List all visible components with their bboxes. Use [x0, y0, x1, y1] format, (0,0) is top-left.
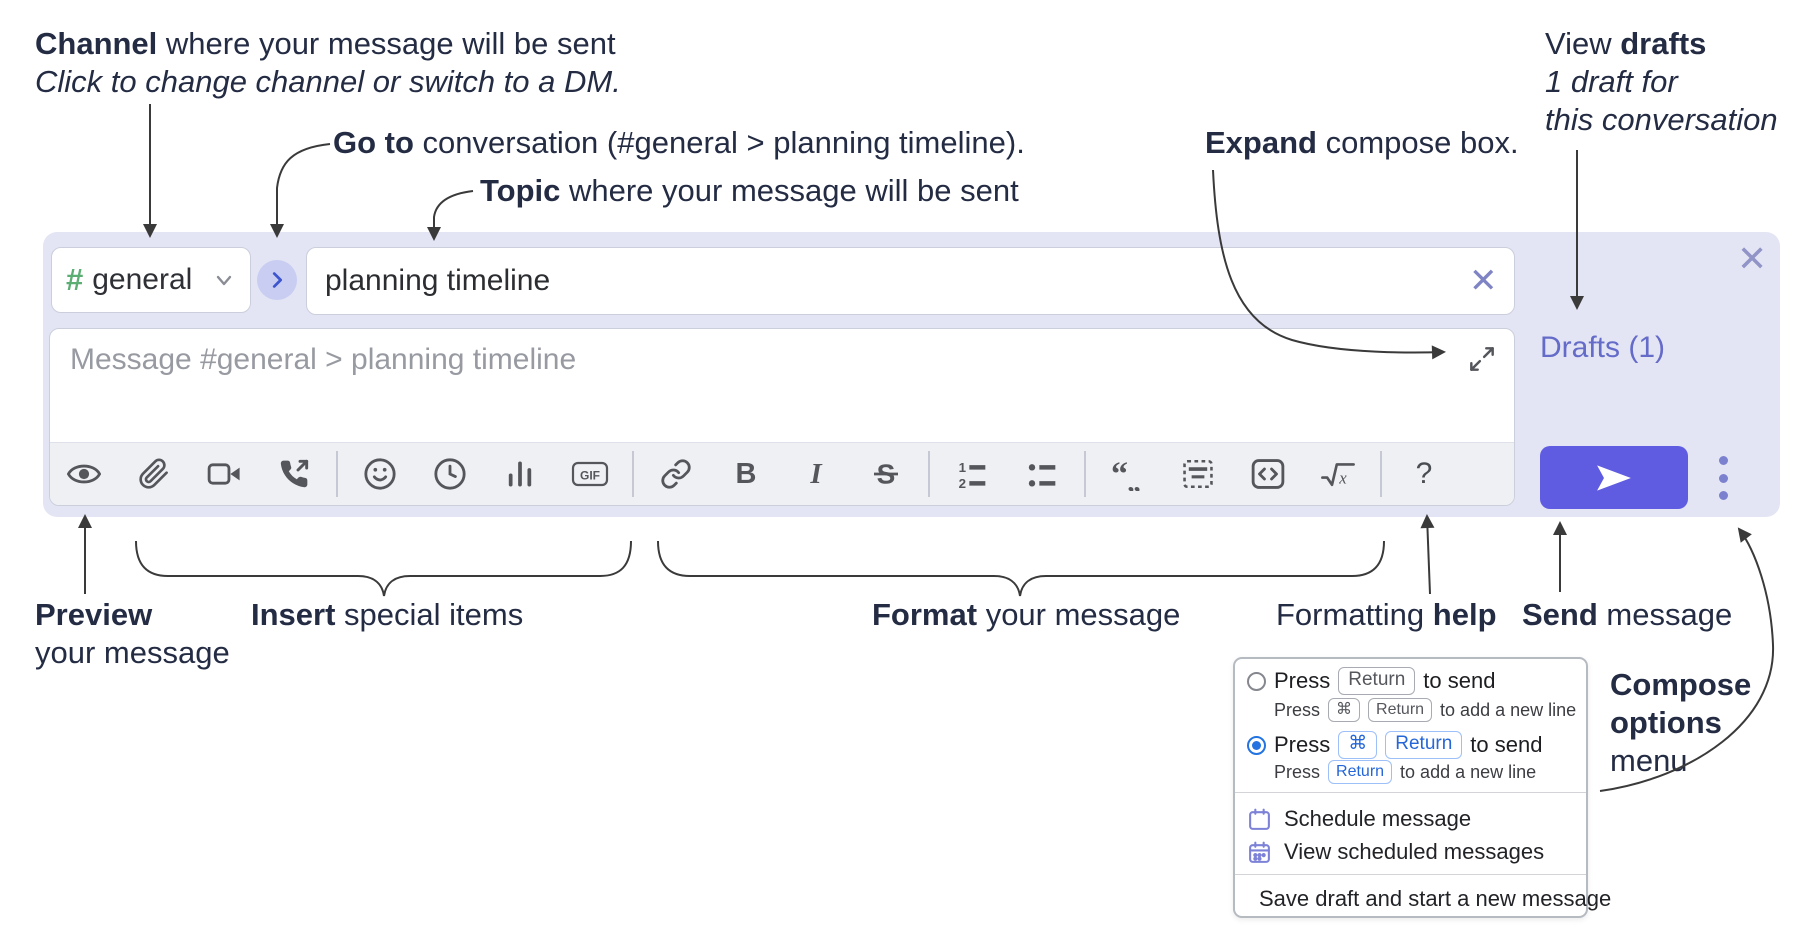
annotation-preview: Preview your message [35, 597, 230, 670]
annotation-channel-line2: Click to change channel or switch to a D… [35, 64, 621, 99]
annotation-channel-rest: where your message will be sent [157, 26, 616, 61]
toolbar-divider [336, 451, 338, 497]
return-key: Return [1385, 731, 1463, 759]
italic-icon[interactable]: I [810, 457, 822, 490]
return-key: Return [1328, 760, 1393, 784]
drafts-link[interactable]: Drafts (1) [1540, 331, 1666, 364]
strikethrough-icon[interactable]: S [864, 450, 908, 498]
annotation-compose-options: Compose options menu [1610, 667, 1752, 778]
send-option-return[interactable]: Press Return to send [1247, 665, 1578, 697]
radio-selected-icon[interactable] [1247, 735, 1266, 755]
svg-text:GIF: GIF [580, 469, 600, 483]
expand-compose-icon[interactable] [1466, 343, 1498, 375]
annotation-send: Send message [1522, 597, 1733, 632]
send-option-return-sub: Press ⌘ Return to add a new line [1247, 698, 1578, 722]
svg-text:x: x [1338, 469, 1347, 488]
preview-eye-icon[interactable] [62, 450, 106, 498]
return-key: Return [1338, 667, 1416, 695]
code-icon[interactable] [1246, 450, 1290, 498]
message-card: GIF B I S 12 “„ [49, 328, 1515, 506]
channel-hash-icon: # [66, 262, 84, 297]
attach-file-icon[interactable] [132, 450, 176, 498]
annotation-insert: Insert special items [251, 597, 524, 632]
time-icon[interactable] [428, 450, 472, 498]
toolbar-divider [928, 451, 930, 497]
send-option-cmd-return-sub: Press Return to add a new line [1247, 760, 1578, 784]
annotation-expand: Expand compose box. [1205, 125, 1519, 160]
popup-divider [1235, 874, 1586, 875]
link-icon[interactable] [654, 450, 698, 498]
return-key: Return [1368, 698, 1433, 722]
annotation-goto: Go to conversation (#general > planning … [333, 125, 1025, 160]
quote-icon[interactable]: “„ [1106, 450, 1150, 498]
bulleted-list-icon[interactable] [1020, 450, 1064, 498]
bold-icon[interactable]: B [735, 457, 757, 490]
gif-icon[interactable]: GIF [568, 450, 612, 498]
toolbar-divider [632, 451, 634, 497]
message-textarea[interactable] [50, 329, 1514, 444]
annotation-format: Format your message [872, 597, 1181, 632]
help-icon[interactable]: ? [1415, 457, 1433, 490]
cmd-key: ⌘ [1338, 731, 1378, 759]
send-option-cmd-return[interactable]: Press ⌘ Return to send [1247, 729, 1578, 761]
annotation-view-drafts: View drafts 1 draft for this conversatio… [1545, 26, 1778, 137]
view-scheduled-calendar-icon [1249, 841, 1270, 863]
cmd-key: ⌘ [1328, 698, 1361, 722]
menu-item-schedule-message[interactable]: Schedule message [1247, 805, 1578, 833]
menu-item-save-draft[interactable]: Save draft and start a new message [1247, 885, 1611, 913]
svg-text:1: 1 [959, 460, 967, 475]
topic-clear-icon[interactable]: ✕ [1469, 262, 1498, 300]
video-call-icon[interactable] [202, 450, 246, 498]
audio-call-icon[interactable] [272, 450, 316, 498]
radio-unselected-icon[interactable] [1247, 671, 1266, 691]
annotation-formatting-help: Formatting help [1276, 597, 1497, 632]
send-button[interactable] [1540, 446, 1688, 509]
spoiler-icon[interactable] [1176, 450, 1220, 498]
svg-text:“: “ [1111, 457, 1128, 491]
toolbar-divider [1380, 451, 1382, 497]
go-to-conversation-button[interactable] [257, 260, 297, 300]
chevron-right-icon [272, 272, 283, 288]
compose-box: # general ✕ [43, 232, 1780, 517]
annotation-topic: Topic where your message will be sent [480, 173, 1019, 208]
math-icon[interactable]: x [1316, 450, 1360, 498]
menu-item-view-scheduled[interactable]: View scheduled messages [1247, 838, 1578, 866]
close-compose-icon[interactable]: ✕ [1737, 238, 1768, 279]
toolbar-divider [1084, 451, 1086, 497]
annotation-channel-bold: Channel [35, 26, 158, 61]
svg-text:2: 2 [959, 476, 966, 490]
compose-options-kebab-icon[interactable] [1714, 456, 1732, 500]
compose-options-popup: Press Return to send Press ⌘ Return to a… [1233, 657, 1611, 918]
channel-selector[interactable]: # general [51, 247, 251, 313]
schedule-calendar-icon [1249, 808, 1270, 830]
send-plane-icon [1597, 464, 1631, 491]
channel-name: general [92, 263, 193, 296]
emoji-icon[interactable] [358, 450, 402, 498]
topic-input[interactable] [306, 247, 1515, 315]
poll-icon[interactable] [498, 450, 542, 498]
popup-divider [1235, 792, 1586, 793]
annotation-channel: Channel where your message will be sent … [35, 25, 621, 101]
chevron-down-icon [212, 268, 236, 292]
svg-text:„: „ [1127, 467, 1141, 491]
